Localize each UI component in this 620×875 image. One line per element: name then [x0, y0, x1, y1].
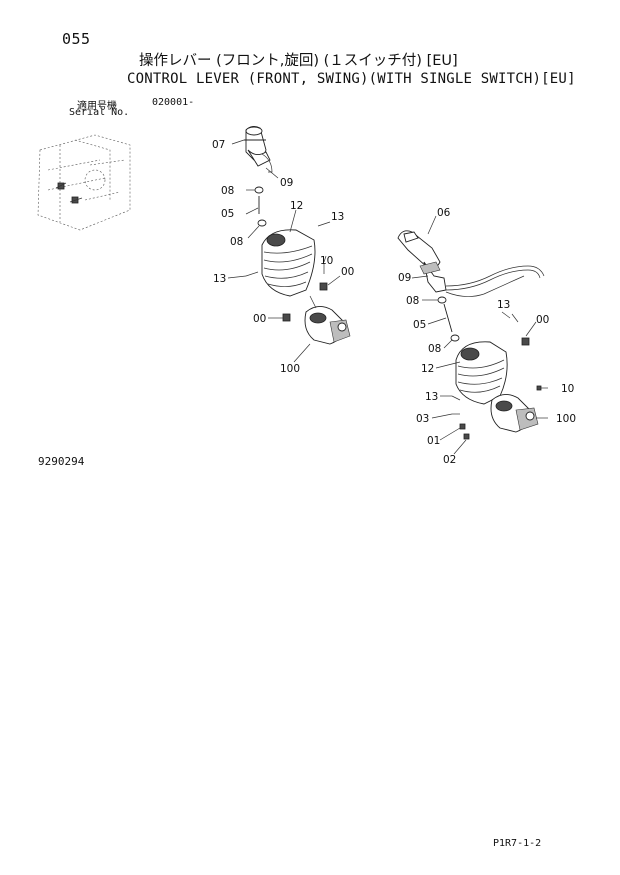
title-english: CONTROL LEVER (FRONT, SWING)(WITH SINGLE…: [127, 71, 576, 87]
left-grip: [244, 125, 273, 173]
callout-right-09: 09: [398, 272, 411, 284]
callout-right-05: 05: [413, 319, 426, 331]
callout-right-01: 01: [427, 435, 440, 447]
callout-right-08-lower: 08: [428, 343, 441, 355]
callout-left-13-lower: 13: [213, 273, 226, 285]
right-part-01: [459, 423, 466, 430]
callout-left-05: 05: [221, 208, 234, 220]
left-washer-00-left: [282, 313, 291, 322]
right-lever-assembly: [397, 215, 548, 455]
callout-right-08-upper: 08: [406, 295, 419, 307]
callout-right-10: 10: [561, 383, 574, 395]
right-boot: [455, 341, 508, 405]
left-screw-13-upper: [317, 221, 331, 227]
callout-left-00-right: 00: [341, 266, 354, 278]
left-screw-13-lower: [245, 271, 259, 277]
serial-number-value: 020001-: [152, 97, 195, 108]
callout-right-00: 00: [536, 314, 549, 326]
callout-right-12: 12: [421, 363, 434, 375]
right-part-02: [463, 433, 470, 440]
callout-left-08-lower: 08: [230, 236, 243, 248]
callout-right-02: 02: [443, 454, 456, 466]
serial-label-japanese: 適用号機: [77, 101, 117, 112]
callout-left-09: 09: [280, 177, 293, 189]
callout-left-100: 100: [280, 363, 300, 375]
right-pilot-valve: [490, 394, 539, 433]
left-nut-08-lower: [257, 219, 267, 227]
right-screw-13-upper: [511, 313, 519, 323]
left-nut-08-upper: [254, 186, 264, 194]
serial-label-english: Serial No.: [69, 107, 130, 118]
locator-left-lever-marker: [57, 182, 65, 190]
right-grip: [397, 230, 447, 293]
callout-right-03: 03: [416, 413, 429, 425]
page-number: 055: [62, 30, 91, 48]
callout-left-07: 07: [212, 139, 225, 151]
callout-right-100: 100: [556, 413, 576, 425]
left-pilot-valve: [304, 295, 351, 345]
callout-left-08-upper: 08: [221, 185, 234, 197]
machine-locator-thumbnail: [37, 134, 131, 231]
callout-left-10: 10: [320, 255, 333, 267]
left-lever-assembly: [227, 125, 351, 363]
callout-left-13-upper: 13: [331, 211, 344, 223]
left-boot: [261, 229, 316, 297]
right-switch-cable: [445, 265, 545, 297]
right-washer-00: [521, 337, 530, 346]
callout-left-00-left: 00: [253, 313, 266, 325]
right-rod-05: [443, 303, 453, 333]
page-reference: P1R7-1-2: [493, 838, 542, 849]
right-bolt-10: [536, 385, 542, 391]
left-washer-00-right: [319, 282, 328, 291]
title-japanese: 操作レバー (フロント,旋回) (１スイッチ付) [EU]: [139, 53, 458, 69]
figure-id: 9290294: [38, 455, 85, 468]
callout-right-13-lower: 13: [425, 391, 438, 403]
right-screw-13-lower: [451, 395, 461, 401]
right-nut-08-upper: [437, 296, 447, 304]
callout-right-13-upper: 13: [497, 299, 510, 311]
callout-right-06: 06: [437, 207, 451, 219]
callout-left-12: 12: [290, 200, 303, 212]
right-nut-08-lower: [450, 334, 460, 342]
